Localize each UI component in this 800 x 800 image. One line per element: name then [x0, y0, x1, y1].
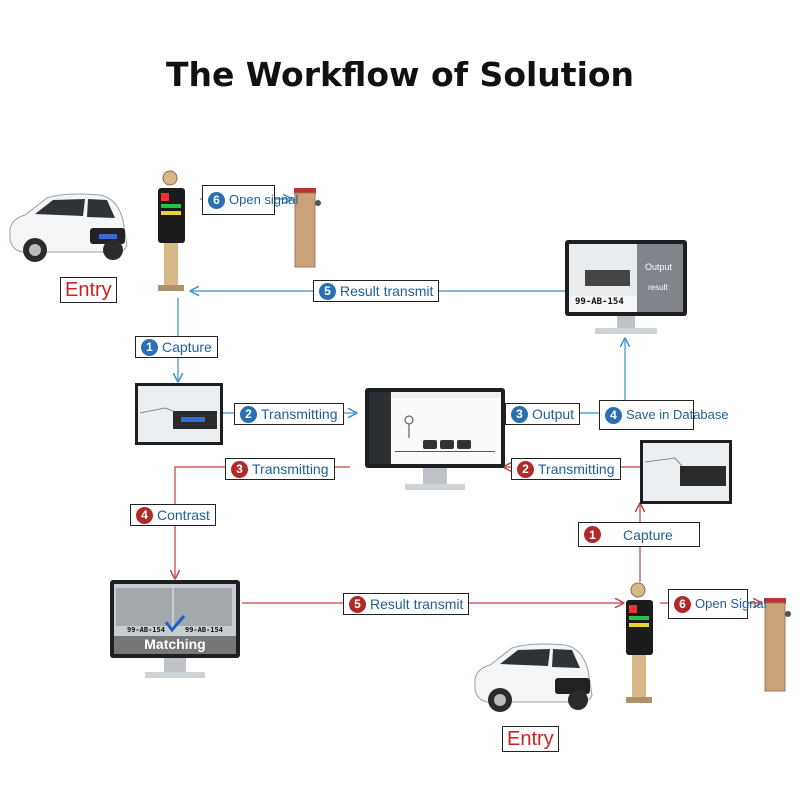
step-output: 3 Output [505, 403, 581, 425]
step-number-badge: 2 [517, 460, 534, 478]
step-label: Save in Database [626, 407, 729, 422]
step-contrast: 4 Contrast [130, 504, 216, 526]
monitor-result-text: result [648, 283, 668, 292]
step-open-signal-top: 6 Open signal [202, 185, 299, 215]
step-label: Transmitting [538, 461, 615, 477]
capture-snapshot-bottom [640, 440, 732, 504]
matching-plate-left: 99-AB-154 [127, 626, 165, 634]
step-result-transmit-top: 5 Result transmit [313, 280, 440, 302]
step-number-badge: 1 [584, 526, 601, 543]
step-capture-bottom: 1 Capture [578, 522, 700, 547]
step-label: Capture [623, 526, 673, 543]
barrier-gate-bottom [764, 598, 791, 692]
step-label: Capture [162, 339, 212, 355]
matching-caption: Matching [144, 636, 206, 652]
step-number-badge: 6 [208, 191, 225, 209]
entry-label-bottom: Entry [502, 726, 559, 752]
step-result-transmit-bottom: 5 Result transmit [343, 593, 470, 615]
page-title: The Workflow of Solution [165, 55, 635, 94]
car-entry-top [9, 193, 128, 262]
step-number-badge: 3 [511, 405, 528, 423]
entry-label-top: Entry [60, 277, 117, 303]
lpr-camera-pillar-top [158, 170, 185, 291]
matching-monitor [110, 580, 240, 678]
monitor-output-database [565, 240, 687, 334]
car-entry-bottom [474, 643, 593, 712]
capture-snapshot-top [135, 383, 223, 445]
step-label: Transmitting [252, 461, 329, 477]
step-transmitting-bottom: 2 Transmitting [511, 458, 621, 480]
barrier-gate-top [294, 188, 321, 268]
step-label: Open signal [229, 192, 299, 207]
step-label: Contrast [157, 507, 210, 523]
step-open-signal-bottom: 6 Open Signal [668, 589, 767, 619]
step-label: Result transmit [370, 596, 464, 612]
monitor-plate-text: 99-AB-154 [575, 297, 624, 307]
step-number-badge: 5 [319, 282, 336, 300]
step-number-badge: 3 [231, 460, 248, 478]
step-number-badge: 4 [605, 406, 622, 424]
step-transmitting-top: 2 Transmitting [234, 403, 344, 425]
matching-plate-right: 99-AB-154 [185, 626, 223, 634]
step-capture-top: 1 Capture [135, 336, 218, 358]
lpr-camera-pillar-bottom [626, 582, 653, 703]
central-server-monitor [365, 388, 505, 490]
step-number-badge: 1 [141, 338, 158, 356]
monitor-output-text: Output [645, 262, 673, 272]
step-number-badge: 4 [136, 506, 153, 524]
step-number-badge: 2 [240, 405, 257, 423]
step-label: Open Signal [695, 596, 767, 611]
step-number-badge: 5 [349, 595, 366, 613]
step-number-badge: 6 [674, 595, 691, 613]
step-label: Result transmit [340, 283, 434, 299]
step-label: Transmitting [261, 406, 338, 422]
step-label: Output [532, 406, 575, 422]
step-save-database: 4 Save in Database [599, 400, 729, 430]
step-transmitting-to-contrast: 3 Transmitting [225, 458, 335, 480]
